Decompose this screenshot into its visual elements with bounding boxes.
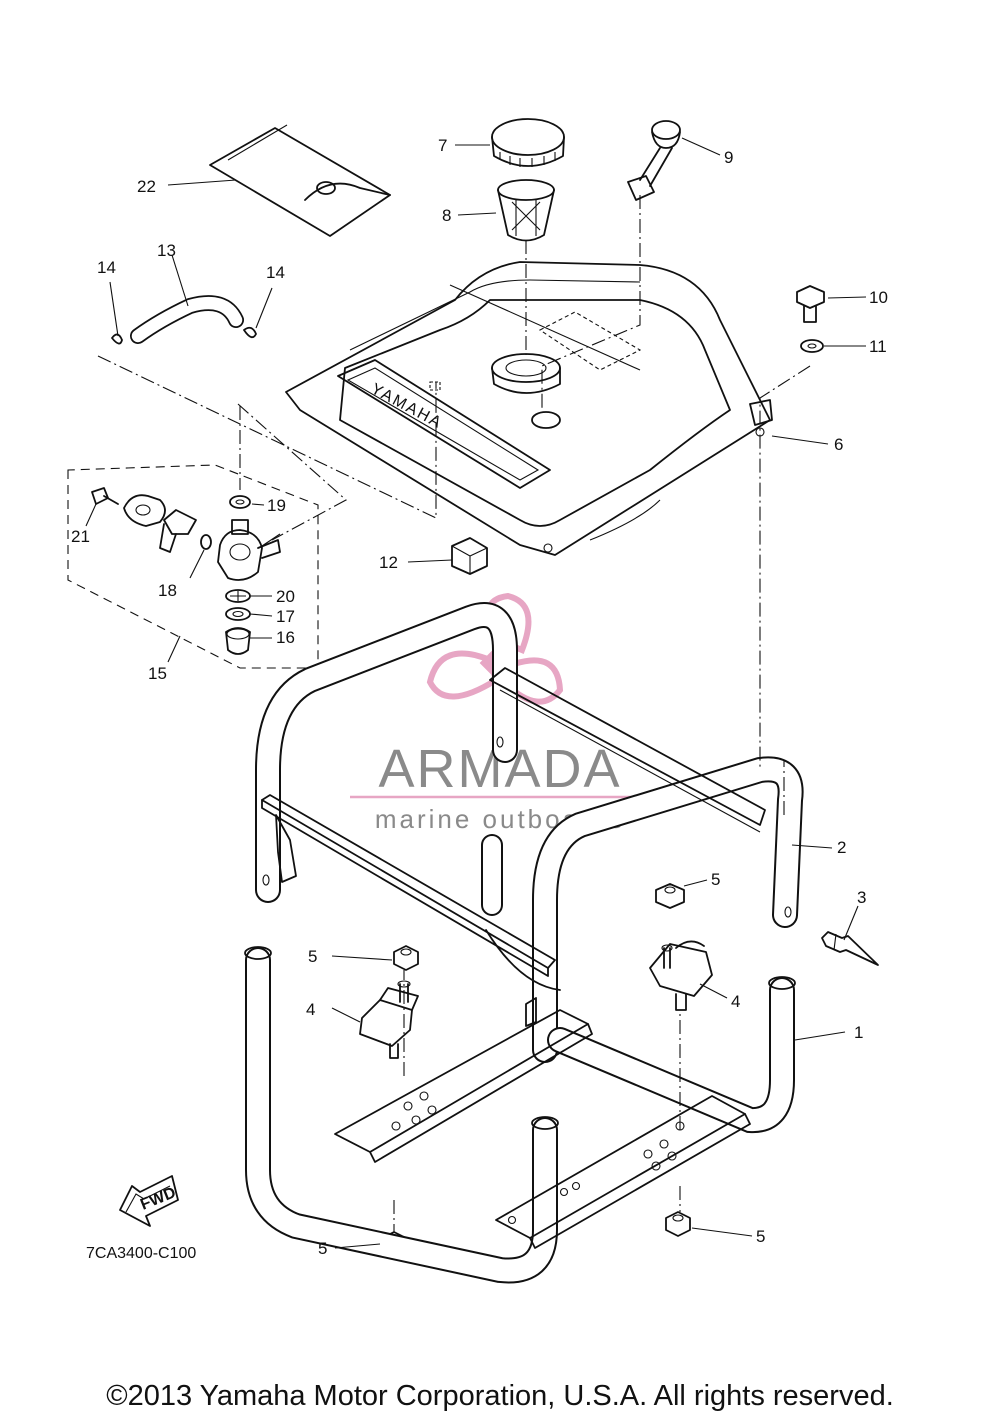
callout-22: 22 xyxy=(137,177,156,196)
part-7-fuel-cap xyxy=(491,118,565,167)
callout-5-upper-right: 5 xyxy=(711,870,720,889)
callout-14-left: 14 xyxy=(97,258,116,277)
diagram-code: 7CA3400-C100 xyxy=(86,1245,196,1262)
callout-5-lower-right: 5 xyxy=(756,1227,765,1246)
callout-18: 18 xyxy=(158,581,177,600)
part-8-fuel-strainer xyxy=(497,179,555,242)
part-16-fuel-cup xyxy=(225,627,251,655)
part-14-hose-clip-left xyxy=(111,333,123,345)
part-17-seal-ring xyxy=(225,607,251,621)
part-22-owner-manual-pouch xyxy=(209,124,391,237)
callout-21: 21 xyxy=(71,527,90,546)
part-10-bolt xyxy=(796,285,825,323)
callout-10: 10 xyxy=(869,288,888,307)
part-5-nut-upper-left xyxy=(393,945,419,971)
callout-14-right: 14 xyxy=(266,263,285,282)
callout-13: 13 xyxy=(157,241,176,260)
part-12-rubber-block xyxy=(451,537,488,575)
fuel-cock-lever xyxy=(159,509,197,553)
exploded-parts-diagram: YAMAHA xyxy=(67,118,888,1284)
callout-12: 12 xyxy=(379,553,398,572)
part-20-filter-screen xyxy=(225,589,251,603)
callout-5-lower-left: 5 xyxy=(318,1239,327,1258)
copyright-notice: ©2013 Yamaha Motor Corporation, U.S.A. A… xyxy=(106,1380,894,1412)
callout-1: 1 xyxy=(854,1023,863,1042)
callout-15: 15 xyxy=(148,664,167,683)
callout-17: 17 xyxy=(276,607,295,626)
part-4-engine-mount-left xyxy=(359,980,419,1059)
part-19-fuel-cock-washer xyxy=(229,495,251,509)
fuel-cock-gasket-plate xyxy=(123,494,166,527)
callout-labels: 1 2 3 4 4 5 5 5 5 6 7 8 9 10 11 12 13 14… xyxy=(71,136,888,1258)
part-5-nut-lower-right xyxy=(665,1211,691,1237)
part-6-fuel-tank: YAMAHA xyxy=(285,261,773,556)
reference-lines xyxy=(97,195,811,1232)
part-3-frame-pin xyxy=(821,931,879,966)
callout-9: 9 xyxy=(724,148,733,167)
part-11-washer xyxy=(800,339,824,353)
leader-lines xyxy=(85,137,867,1249)
callout-6: 6 xyxy=(834,435,843,454)
part-2-upper-frame xyxy=(255,602,804,1063)
part-18-o-ring xyxy=(200,534,212,550)
callout-3: 3 xyxy=(857,888,866,907)
part-13-fuel-hose xyxy=(130,295,244,344)
fwd-direction-arrow: FWD xyxy=(119,1175,179,1227)
fuel-cock-body xyxy=(217,519,281,581)
part-14-hose-clip-right xyxy=(243,326,257,339)
callout-8: 8 xyxy=(442,206,451,225)
callout-20: 20 xyxy=(276,587,295,606)
callout-4-right: 4 xyxy=(731,992,740,1011)
callout-2: 2 xyxy=(837,838,846,857)
callout-16: 16 xyxy=(276,628,295,647)
part-21-screw xyxy=(91,487,119,505)
callout-19: 19 xyxy=(267,496,286,515)
part-1-lower-frame xyxy=(244,946,796,1284)
part-9-fuel-gauge xyxy=(627,120,681,201)
part-5-nut-upper-right xyxy=(655,883,685,909)
part-4-engine-mount-right xyxy=(649,940,713,1011)
callout-7: 7 xyxy=(438,136,447,155)
callout-11: 11 xyxy=(869,337,887,356)
callout-5-upper-left: 5 xyxy=(308,947,317,966)
callout-4-left: 4 xyxy=(306,1000,315,1019)
